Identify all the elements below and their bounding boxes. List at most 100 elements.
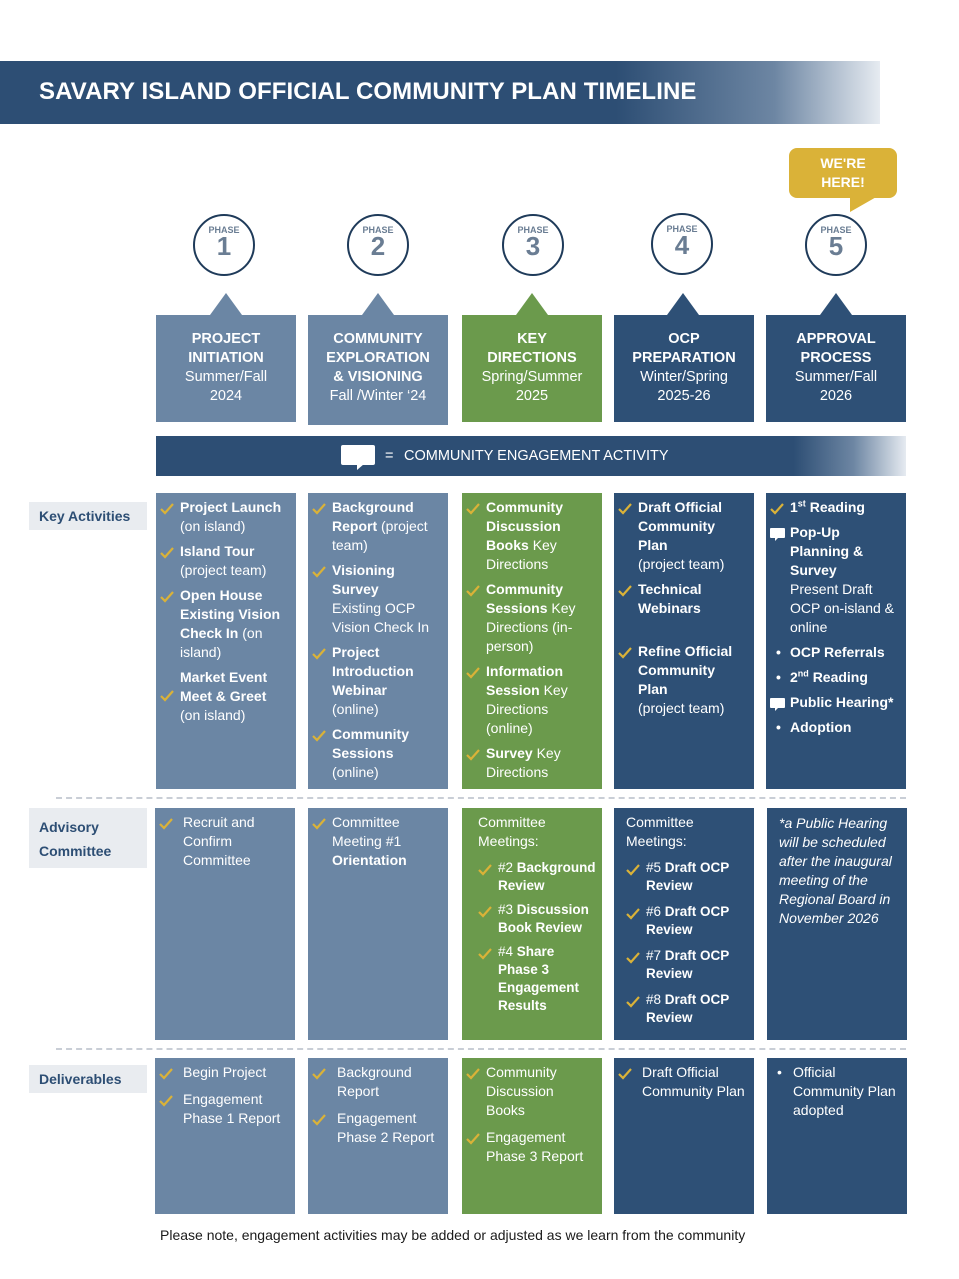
- activity-title: Project Launch: [180, 499, 282, 515]
- activity-item: Adoption: [770, 718, 900, 737]
- check-icon: [618, 647, 632, 659]
- reading-suffix: st: [797, 498, 806, 509]
- activity-item: Community Sessions Key Directions (in-pe…: [466, 580, 596, 656]
- meeting-title: Draft OCP Review: [646, 992, 730, 1025]
- meeting-number: #2: [498, 860, 514, 875]
- activity-title: Community Discussion Books: [486, 499, 563, 553]
- check-icon: [466, 749, 480, 761]
- check-icon: [626, 864, 640, 876]
- activity-item: Public Hearing*: [770, 693, 900, 712]
- check-icon: [160, 591, 174, 603]
- activity-detail: (project team): [638, 556, 725, 572]
- activity-detail: (project team): [638, 700, 725, 716]
- reading-1: 1st Reading: [790, 499, 865, 515]
- check-icon: [160, 690, 174, 702]
- check-icon: [626, 952, 640, 964]
- activity-title: Technical Webinars: [638, 581, 702, 616]
- row-label-line: Advisory: [39, 819, 99, 835]
- activity-item: Community Sessions (online): [312, 725, 442, 782]
- engagement-legend: = COMMUNITY ENGAGEMENT ACTIVITY: [156, 436, 906, 476]
- meeting-title: Draft OCP Review: [646, 948, 730, 981]
- activity-item: Open House Existing Vision Check In (on …: [160, 586, 290, 662]
- activity-title: Draft Official Community Plan: [638, 499, 723, 553]
- phase-3-circle: PHASE 3: [502, 214, 564, 276]
- reading-text: Reading: [812, 669, 868, 685]
- activity-title: Project Introduction Webinar: [332, 644, 414, 698]
- activity-detail: (on island): [180, 707, 246, 723]
- advisory-item: Recruit and Confirm Committee: [159, 813, 289, 870]
- activity-item: Project Introduction Webinar (online): [312, 643, 442, 719]
- phase-5-box: APPROVAL PROCESS Summer/Fall 2026: [766, 315, 906, 422]
- phase-title: OCP: [668, 331, 700, 347]
- reading-number: 1: [790, 499, 798, 515]
- advisory-item: Committee Meeting #1 Orientation: [312, 813, 442, 870]
- advisory-heading: Committee Meetings:: [626, 814, 694, 849]
- title-banner: SAVARY ISLAND OFFICIAL COMMUNITY PLAN TI…: [0, 61, 880, 124]
- callout-tail: [850, 196, 878, 212]
- meeting-title: Draft OCP Review: [646, 860, 730, 893]
- advisory-item: #5 Draft OCP Review: [626, 859, 748, 895]
- meeting-title: Share Phase 3 Engagement Results: [498, 944, 580, 1013]
- deliverables-phase-1: Begin Project Engagement Phase 1 Report: [155, 1058, 295, 1214]
- phase-number: 2: [370, 231, 386, 261]
- were-here-line-2: HERE!: [821, 174, 865, 190]
- phase-date: 2024: [209, 388, 243, 404]
- phase-word: PHASE: [666, 224, 698, 234]
- advisory-phase-2: Committee Meeting #1 Orientation: [308, 808, 448, 1040]
- activities-phase-4: Draft Official Community Plan (project t…: [614, 493, 754, 789]
- check-icon: [466, 585, 480, 597]
- check-icon: [618, 503, 632, 515]
- phase-word: PHASE: [517, 225, 549, 235]
- phase-word: PHASE: [820, 225, 852, 235]
- activity-detail: (project team): [180, 562, 267, 578]
- check-icon: [626, 908, 640, 920]
- deliverables-phase-4: Draft Official Community Plan: [614, 1058, 754, 1214]
- deliverable-item: Engagement Phase 1 Report: [159, 1090, 289, 1128]
- activity-item: Project Launch (on island): [160, 498, 290, 536]
- phase-1-box: PROJECT INITIATION Summer/Fall 2024: [156, 315, 296, 422]
- row-label-deliverables: Deliverables: [29, 1065, 147, 1093]
- check-icon: [770, 503, 784, 515]
- check-icon: [312, 1114, 326, 1126]
- advisory-text: Recruit and Confirm Committee: [183, 814, 255, 868]
- check-icon: [466, 667, 480, 679]
- phase-1-circle: PHASE 1: [193, 214, 255, 276]
- deliverable-item: Background Report: [312, 1063, 442, 1101]
- phase-date: Spring/Summer: [481, 369, 583, 385]
- phase-2-circle: PHASE 2: [347, 214, 409, 276]
- activity-item: 1st Reading: [770, 498, 900, 517]
- footnote: Please note, engagement activities may b…: [160, 1227, 746, 1243]
- phase-title: & VISIONING: [333, 369, 423, 385]
- deliverable-item: Engagement Phase 3 Report: [466, 1128, 596, 1166]
- phase-date: Winter/Spring: [640, 369, 728, 385]
- row-divider: [56, 797, 906, 799]
- deliverable-item: Engagement Phase 2 Report: [312, 1109, 442, 1147]
- deliverable-item: Begin Project: [159, 1063, 289, 1082]
- activities-phase-5: 1st Reading Pop-Up Planning & Survey Pre…: [766, 493, 906, 789]
- phase-title: INITIATION: [188, 350, 264, 366]
- activity-title: Survey: [486, 745, 533, 761]
- activity-detail: Key Directions (in-person): [486, 600, 576, 654]
- advisory-item: #8 Draft OCP Review: [626, 991, 748, 1027]
- phase-date: 2025: [515, 388, 549, 404]
- activity-item: Survey Key Directions: [466, 744, 596, 782]
- activity-title: Background Report: [332, 499, 414, 534]
- activity-detail: (online): [332, 701, 379, 717]
- reading-number: 2: [790, 669, 798, 685]
- activities-phase-3: Community Discussion Books Key Direction…: [462, 493, 602, 789]
- advisory-phase-3: Committee Meetings: #2 Background Review…: [462, 808, 602, 1040]
- check-icon: [618, 1068, 632, 1080]
- check-icon: [478, 906, 492, 918]
- phase-3-box: KEY DIRECTIONS Spring/Summer 2025: [462, 315, 602, 422]
- activity-title: Community Sessions: [486, 581, 563, 616]
- activity-title: Market Event Meet & Greet: [180, 669, 268, 704]
- check-icon: [466, 503, 480, 515]
- advisory-bold: Orientation: [332, 852, 407, 868]
- advisory-item: #3 Discussion Book Review: [478, 901, 596, 937]
- phase-2-box: COMMUNITY EXPLORATION & VISIONING Fall /…: [308, 315, 448, 425]
- activity-title: Open House Existing Vision Check In: [180, 587, 281, 641]
- phase-3-pointer: [516, 293, 548, 315]
- check-icon: [466, 1068, 480, 1080]
- check-icon: [312, 1068, 326, 1080]
- activity-item: Information Session Key Directions (onli…: [466, 662, 596, 738]
